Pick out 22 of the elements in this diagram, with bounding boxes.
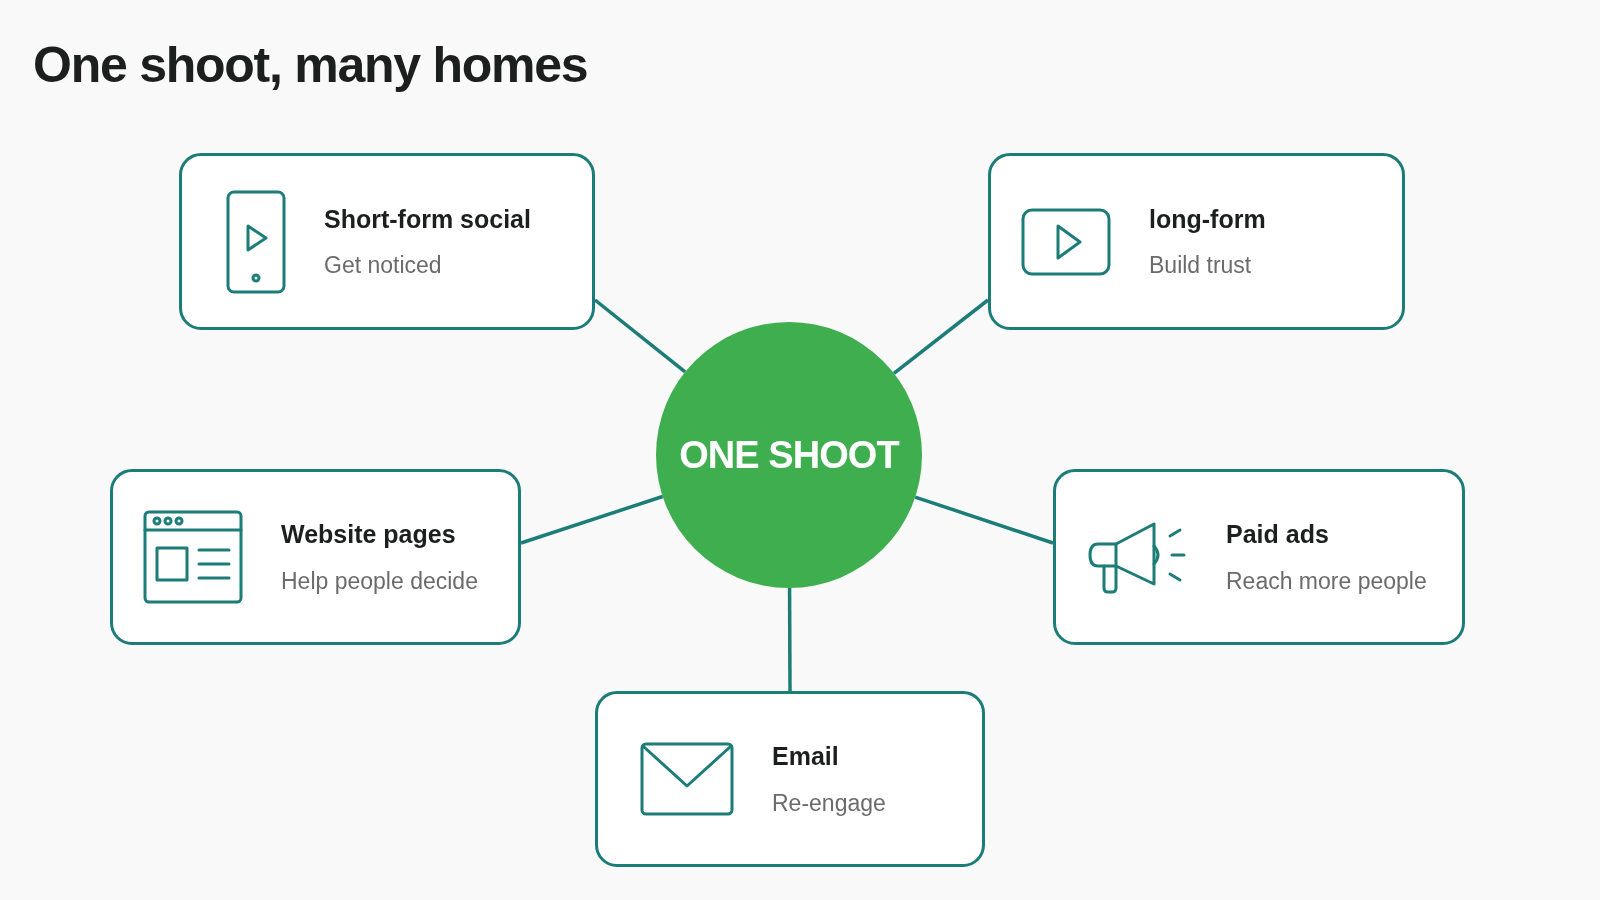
card-subtitle: Get noticed (324, 251, 443, 280)
connector-line (593, 298, 687, 374)
title: One shoot, many homes (33, 36, 588, 95)
card-heading: Website pages (281, 519, 457, 550)
channel-card (595, 691, 985, 867)
card-subtitle: Re-engage (772, 788, 886, 818)
channel-card (1053, 469, 1465, 645)
channel-card (179, 153, 595, 330)
card-subtitle: Build trust (1149, 251, 1253, 280)
card-heading: Short-form social (324, 203, 531, 235)
connector-line (787, 588, 792, 691)
channel-card (988, 153, 1405, 330)
connector-line (892, 298, 990, 375)
card-heading: long-form (1149, 203, 1266, 235)
card-heading: Email (772, 741, 840, 772)
connector-line (914, 495, 1054, 545)
card-subtitle: Reach more people (1226, 566, 1427, 596)
connector-line (520, 494, 664, 545)
card-subtitle: Help people decide (281, 566, 478, 596)
card-heading: Paid ads (1226, 519, 1330, 550)
center-label: ONE SHOOT (679, 432, 899, 478)
channel-card (110, 469, 521, 645)
